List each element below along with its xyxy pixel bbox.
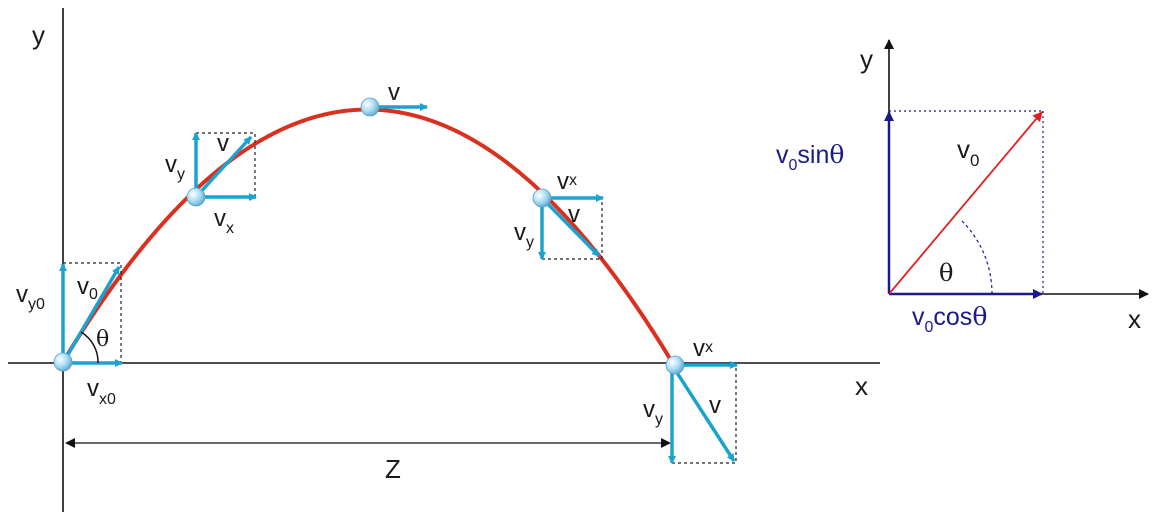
landing-v-vector [670, 364, 736, 462]
right-y-axis-label: y [860, 44, 873, 74]
start-v0-vector [61, 266, 121, 364]
landing-vx-label: vx [693, 335, 713, 362]
left-y-axis-label: y [32, 20, 45, 50]
vertical-component-label: v0sinθ [776, 140, 844, 174]
rising-vy-label: vy [165, 151, 185, 183]
falling-v-label: v [568, 201, 580, 228]
falling-v-vector [540, 196, 601, 258]
horizontal-component-label: v0cosθ [912, 302, 987, 336]
start-vx0-label: vx0 [87, 375, 116, 408]
landing-v-label: v [709, 392, 721, 419]
start-component-box [63, 262, 122, 363]
falling-vx-label: vx [557, 168, 577, 195]
ball-top [360, 97, 380, 117]
rising-component-box [196, 132, 256, 197]
rising-v-label: v [217, 130, 229, 157]
right-v0-label: v0 [957, 134, 979, 170]
ball-start [53, 352, 73, 372]
right-x-axis-label: x [1128, 304, 1141, 334]
rising-v-vector [194, 135, 253, 199]
landing-vy-label: vy [643, 396, 663, 428]
ball-rising [186, 187, 206, 207]
range-label: Z [385, 454, 401, 484]
right-angle-arc [961, 220, 993, 295]
ball-landing [665, 355, 685, 375]
rising-vx-label: vx [214, 205, 234, 237]
falling-component-box [542, 198, 603, 260]
start-v0-label: v0 [77, 273, 98, 303]
top-v-label: v [388, 79, 400, 106]
start-angle-label: θ [96, 327, 109, 352]
start-angle-arc [80, 331, 99, 364]
ball-falling [532, 188, 552, 208]
right-angle-label: θ [939, 259, 953, 287]
initial-velocity-vector [888, 111, 1043, 295]
left-x-axis-label: x [855, 371, 868, 401]
falling-vy-label: vy [514, 219, 534, 251]
start-vy0-label: vy0 [16, 281, 45, 313]
